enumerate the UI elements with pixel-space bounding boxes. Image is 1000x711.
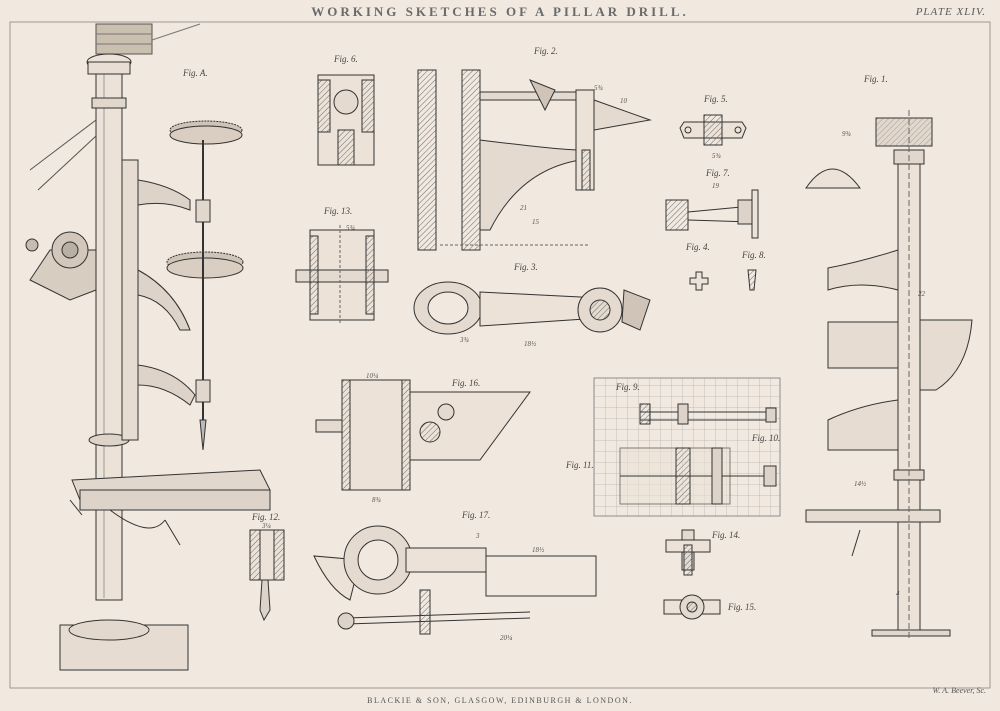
fig-10-label: Fig. 10. — [751, 433, 780, 443]
fig-7-label: Fig. 7. — [705, 168, 730, 178]
fig-2-label: Fig. 2. — [533, 46, 558, 56]
fig-7-dim-a: 19 — [712, 182, 720, 190]
fig-6-drawing — [317, 74, 375, 166]
fig-15-drawing — [663, 594, 721, 620]
fig-1-elevation — [805, 110, 973, 640]
fig-5-drawing — [679, 114, 747, 146]
fig-3-dim-b: 18½ — [524, 340, 537, 348]
fig-9-drawing — [639, 403, 777, 425]
fig-3-dim-a: 3¾ — [459, 336, 470, 344]
fig-12-drawing — [249, 529, 285, 622]
fig-1-dim-width: 22 — [918, 290, 926, 298]
fig-2-dim-d: 10 — [620, 97, 628, 105]
publisher-imprint: BLACKIE & SON, GLASGOW, EDINBURGH & LOND… — [367, 696, 633, 705]
fig-5-dim-a: 5¾ — [712, 152, 722, 160]
fig-2-dim-c: 21 — [520, 204, 527, 212]
fig-16-dim-a: 10¼ — [366, 372, 379, 380]
fig-14-drawing — [665, 529, 711, 576]
fig-16-drawing — [315, 379, 531, 491]
fig-3-drawing — [413, 281, 651, 335]
plate-number: PLATE XLIV. — [915, 6, 986, 18]
fig-4-drawing — [689, 271, 709, 291]
fig-17-dim-a: 3 — [475, 532, 480, 540]
fig-5-label: Fig. 5. — [703, 94, 728, 104]
fig-17-label: Fig. 17. — [461, 510, 490, 520]
fig-17-dim-b: 18½ — [532, 546, 545, 554]
fig-13-label: Fig. 13. — [323, 206, 352, 216]
fig-1-dim-base: 14½ — [854, 480, 867, 488]
plate-title: WORKING SKETCHES OF A PILLAR DRILL. — [311, 4, 689, 19]
fig-8-label: Fig. 8. — [741, 250, 766, 260]
fig-16-dim-b: 8¾ — [372, 496, 382, 504]
fig-17-dim-c: 20¼ — [500, 634, 513, 642]
fig-11-drawing — [619, 447, 777, 505]
fig-7-drawing — [665, 189, 759, 239]
fig-11-label: Fig. 11. — [565, 460, 594, 470]
fig-16-label: Fig. 16. — [451, 378, 480, 388]
fig-1-dim-height: 4 — [896, 590, 900, 598]
fig-1-dim-top: 9¾ — [842, 130, 852, 138]
plate-border — [9, 21, 991, 689]
fig-13-dim-a: 5¾ — [346, 224, 356, 232]
fig-8-drawing — [747, 269, 757, 291]
fig-12-dim-a: 3¼ — [261, 522, 272, 530]
fig-13-drawing — [295, 225, 389, 325]
fig-1-label: Fig. 1. — [863, 74, 888, 84]
fig-a-label: Fig. A. — [182, 68, 208, 78]
fig-a-pillar-drill — [25, 23, 271, 671]
fig-15-label: Fig. 15. — [727, 602, 756, 612]
engraver-credit: W. A. Beever, Sc. — [932, 686, 986, 695]
fig-2-dim-a: 5¾ — [594, 84, 604, 92]
fig-2-drawing — [417, 69, 652, 251]
fig-14-label: Fig. 14. — [711, 530, 740, 540]
fig-2-dim-b: 15 — [532, 218, 540, 226]
fig-12-label: Fig. 12. — [251, 512, 280, 522]
fig-17-drawing — [313, 525, 597, 635]
fig-6-label: Fig. 6. — [333, 54, 358, 64]
fig-9-label: Fig. 9. — [615, 382, 640, 392]
fig-3-label: Fig. 3. — [513, 262, 538, 272]
fig-4-label: Fig. 4. — [685, 242, 710, 252]
